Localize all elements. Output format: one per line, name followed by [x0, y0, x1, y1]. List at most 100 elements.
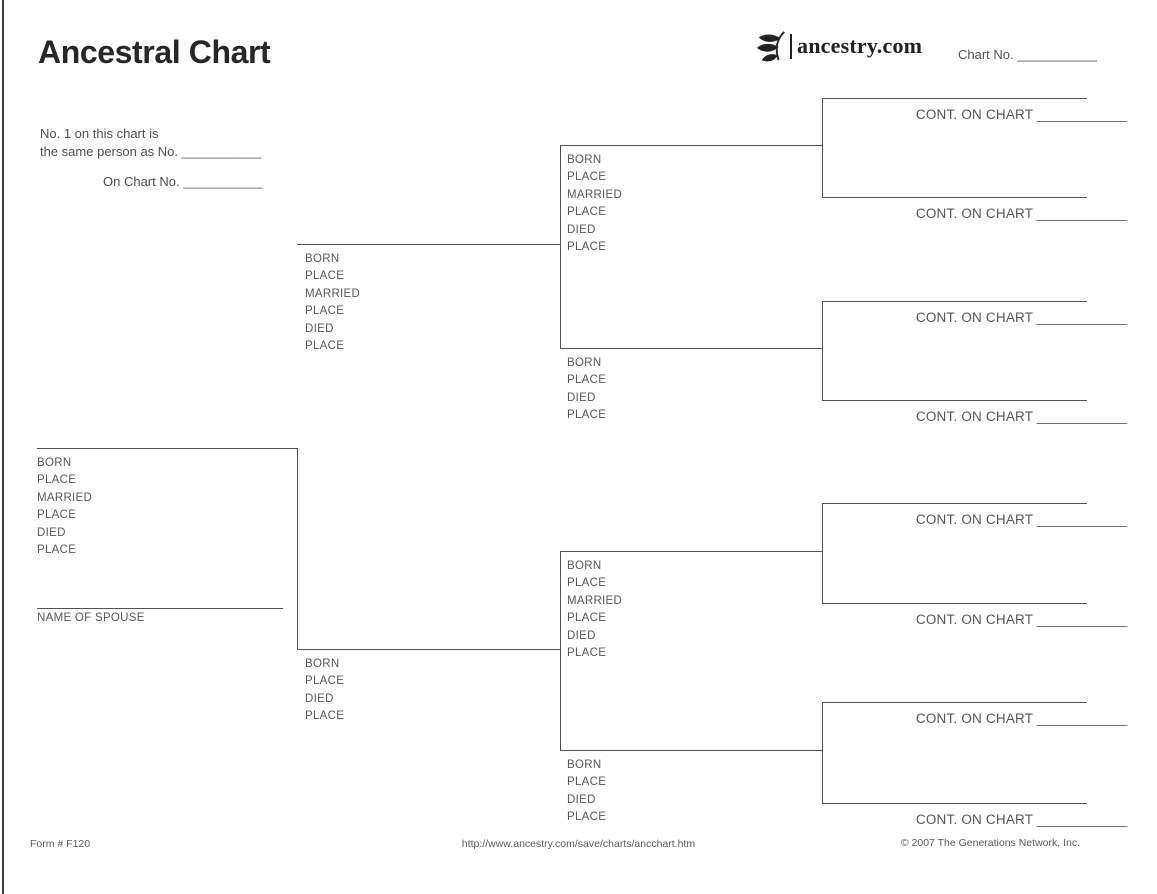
reference-note-line3: On Chart No. ___________ [103, 174, 263, 189]
on-chart-no-blank: ___________ [183, 174, 263, 189]
page-edge-line [2, 0, 4, 894]
field-label: DIED [305, 322, 334, 335]
field-label: PLACE [567, 612, 607, 625]
form-url: http://www.ancestry.com/save/charts/ancc… [461, 838, 696, 850]
cont-chart-blank: ____________ [1036, 310, 1127, 325]
ggparents2-connector [822, 301, 824, 401]
logo-wordmark: ancestry.com [797, 33, 923, 58]
mother-parents-connector [560, 551, 562, 751]
ggparents4-connector [822, 702, 824, 804]
ggparents1-connector [822, 98, 824, 198]
chart-no-field: Chart No. ___________ [958, 47, 1097, 62]
field-label: MARRIED [567, 188, 623, 201]
field-label: DIED [37, 526, 66, 539]
field-label: DIED [305, 692, 334, 705]
grandparent4-fields: BORN PLACE DIED PLACE [567, 757, 606, 827]
person1-fields: BORN PLACE MARRIED PLACE DIED PLACE [37, 455, 92, 559]
field-label: PLACE [567, 374, 607, 387]
gen1-gen2-connector [297, 448, 299, 650]
cont-chart-blank: ____________ [1036, 812, 1127, 827]
field-label: PLACE [567, 776, 607, 789]
ggparent7-name-line [822, 702, 1087, 704]
field-label: BORN [305, 253, 340, 265]
person1-name-line [37, 448, 297, 450]
cont-chart-blank: ____________ [1036, 206, 1127, 221]
ggparents3-connector [822, 503, 824, 604]
chart-no-blank: ___________ [1017, 47, 1097, 62]
father-fields: BORN PLACE MARRIED PLACE DIED PLACE [305, 251, 360, 355]
spouse-name-line [37, 608, 283, 610]
field-label: MARRIED [567, 594, 623, 607]
field-label: PLACE [305, 675, 345, 688]
grandparent2-name-line [560, 348, 823, 350]
field-label: PLACE [305, 340, 345, 353]
spouse-label: NAME OF SPOUSE [37, 612, 145, 624]
field-label: BORN [567, 357, 602, 369]
reference-note-line1: No. 1 on this chart is [40, 126, 159, 141]
cont-on-chart-6: CONT. ON CHART ____________ [915, 612, 1127, 627]
field-label: PLACE [305, 305, 345, 318]
grandparent3-fields: BORN PLACE MARRIED PLACE DIED PLACE [567, 558, 622, 662]
grandparent1-name-line [560, 145, 823, 147]
cont-on-chart-8: CONT. ON CHART ____________ [915, 812, 1127, 827]
field-label: PLACE [567, 241, 607, 254]
cont-chart-blank: ____________ [1036, 711, 1127, 726]
field-label: DIED [567, 629, 596, 642]
ggparent6-name-line [822, 603, 1087, 605]
field-label: DIED [567, 793, 596, 806]
field-label: PLACE [567, 577, 607, 590]
field-label: PLACE [567, 409, 607, 422]
cont-on-chart-7: CONT. ON CHART ____________ [915, 711, 1127, 726]
grandparent2-fields: BORN PLACE DIED PLACE [567, 355, 606, 425]
cont-on-chart-1: CONT. ON CHART ____________ [915, 107, 1127, 122]
copyright-notice: © 2007 The Generations Network, Inc. [900, 837, 1080, 849]
ancestry-logo: ancestry.com [756, 30, 922, 62]
field-label: MARRIED [305, 287, 361, 300]
form-number: Form # F120 [30, 838, 91, 850]
ggparent1-name-line [822, 98, 1087, 100]
field-label: PLACE [567, 811, 607, 824]
field-label: PLACE [37, 474, 77, 487]
field-label: BORN [37, 457, 72, 469]
ggparent3-name-line [822, 301, 1087, 303]
field-label: PLACE [305, 270, 345, 283]
cont-chart-blank: ____________ [1036, 612, 1127, 627]
father-name-line [297, 244, 561, 246]
ggparent8-name-line [822, 803, 1087, 805]
cont-on-chart-4: CONT. ON CHART ____________ [915, 409, 1127, 424]
field-label: DIED [567, 391, 596, 404]
field-label: BORN [567, 560, 602, 572]
grandparent4-name-line [560, 750, 823, 752]
field-label: DIED [567, 223, 596, 236]
ggparent4-name-line [822, 400, 1087, 402]
grandparent1-fields: BORN PLACE MARRIED PLACE DIED PLACE [567, 152, 622, 256]
father-parents-connector [560, 145, 562, 349]
mother-fields: BORN PLACE DIED PLACE [305, 656, 344, 726]
field-label: MARRIED [37, 491, 93, 504]
same-person-blank: ___________ [181, 143, 262, 159]
field-label: BORN [567, 759, 602, 771]
field-label: PLACE [305, 710, 345, 723]
cont-chart-blank: ____________ [1036, 107, 1127, 122]
cont-on-chart-2: CONT. ON CHART ____________ [915, 206, 1127, 221]
grandparent3-name-line [560, 551, 823, 553]
reference-note: No. 1 on this chart is the same person a… [40, 125, 261, 160]
mother-name-line [297, 649, 561, 651]
field-label: PLACE [37, 544, 77, 557]
field-label: PLACE [567, 647, 607, 660]
ggparent2-name-line [822, 197, 1087, 199]
field-label: PLACE [567, 206, 607, 219]
cont-chart-blank: ____________ [1036, 512, 1127, 527]
ggparent5-name-line [822, 503, 1087, 505]
logo-divider-bar [790, 33, 792, 59]
field-label: BORN [305, 658, 340, 670]
cont-on-chart-5: CONT. ON CHART ____________ [915, 512, 1127, 527]
cont-on-chart-3: CONT. ON CHART ____________ [915, 310, 1127, 325]
ancestry-leaf-icon [756, 30, 788, 62]
cont-chart-blank: ____________ [1036, 409, 1127, 424]
page-title: Ancestral Chart [38, 34, 271, 70]
field-label: PLACE [567, 171, 607, 184]
field-label: PLACE [37, 509, 77, 522]
field-label: BORN [567, 154, 602, 166]
